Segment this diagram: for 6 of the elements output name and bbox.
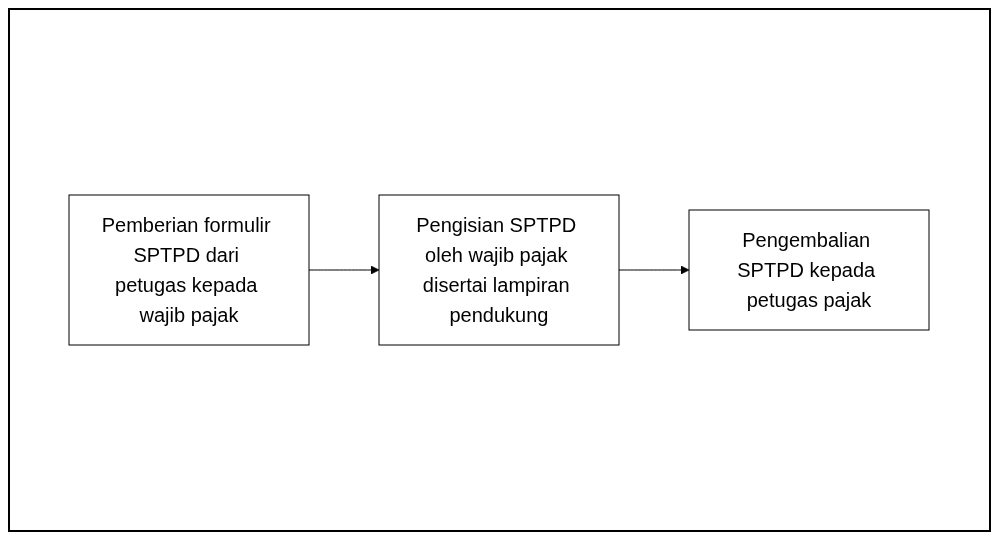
arrow — [309, 265, 380, 275]
node-box — [689, 209, 930, 331]
node-box — [69, 194, 310, 346]
node-box — [379, 194, 620, 346]
frame-border: Pemberian formulir SPTPD dari petugas kepada wajib pajak Pengisian SPTPD oleh wajib pajak disertai lampiran pendukung Pengembalian SPTPD kepada petugas pajak — [8, 8, 991, 532]
arrow — [619, 265, 690, 275]
